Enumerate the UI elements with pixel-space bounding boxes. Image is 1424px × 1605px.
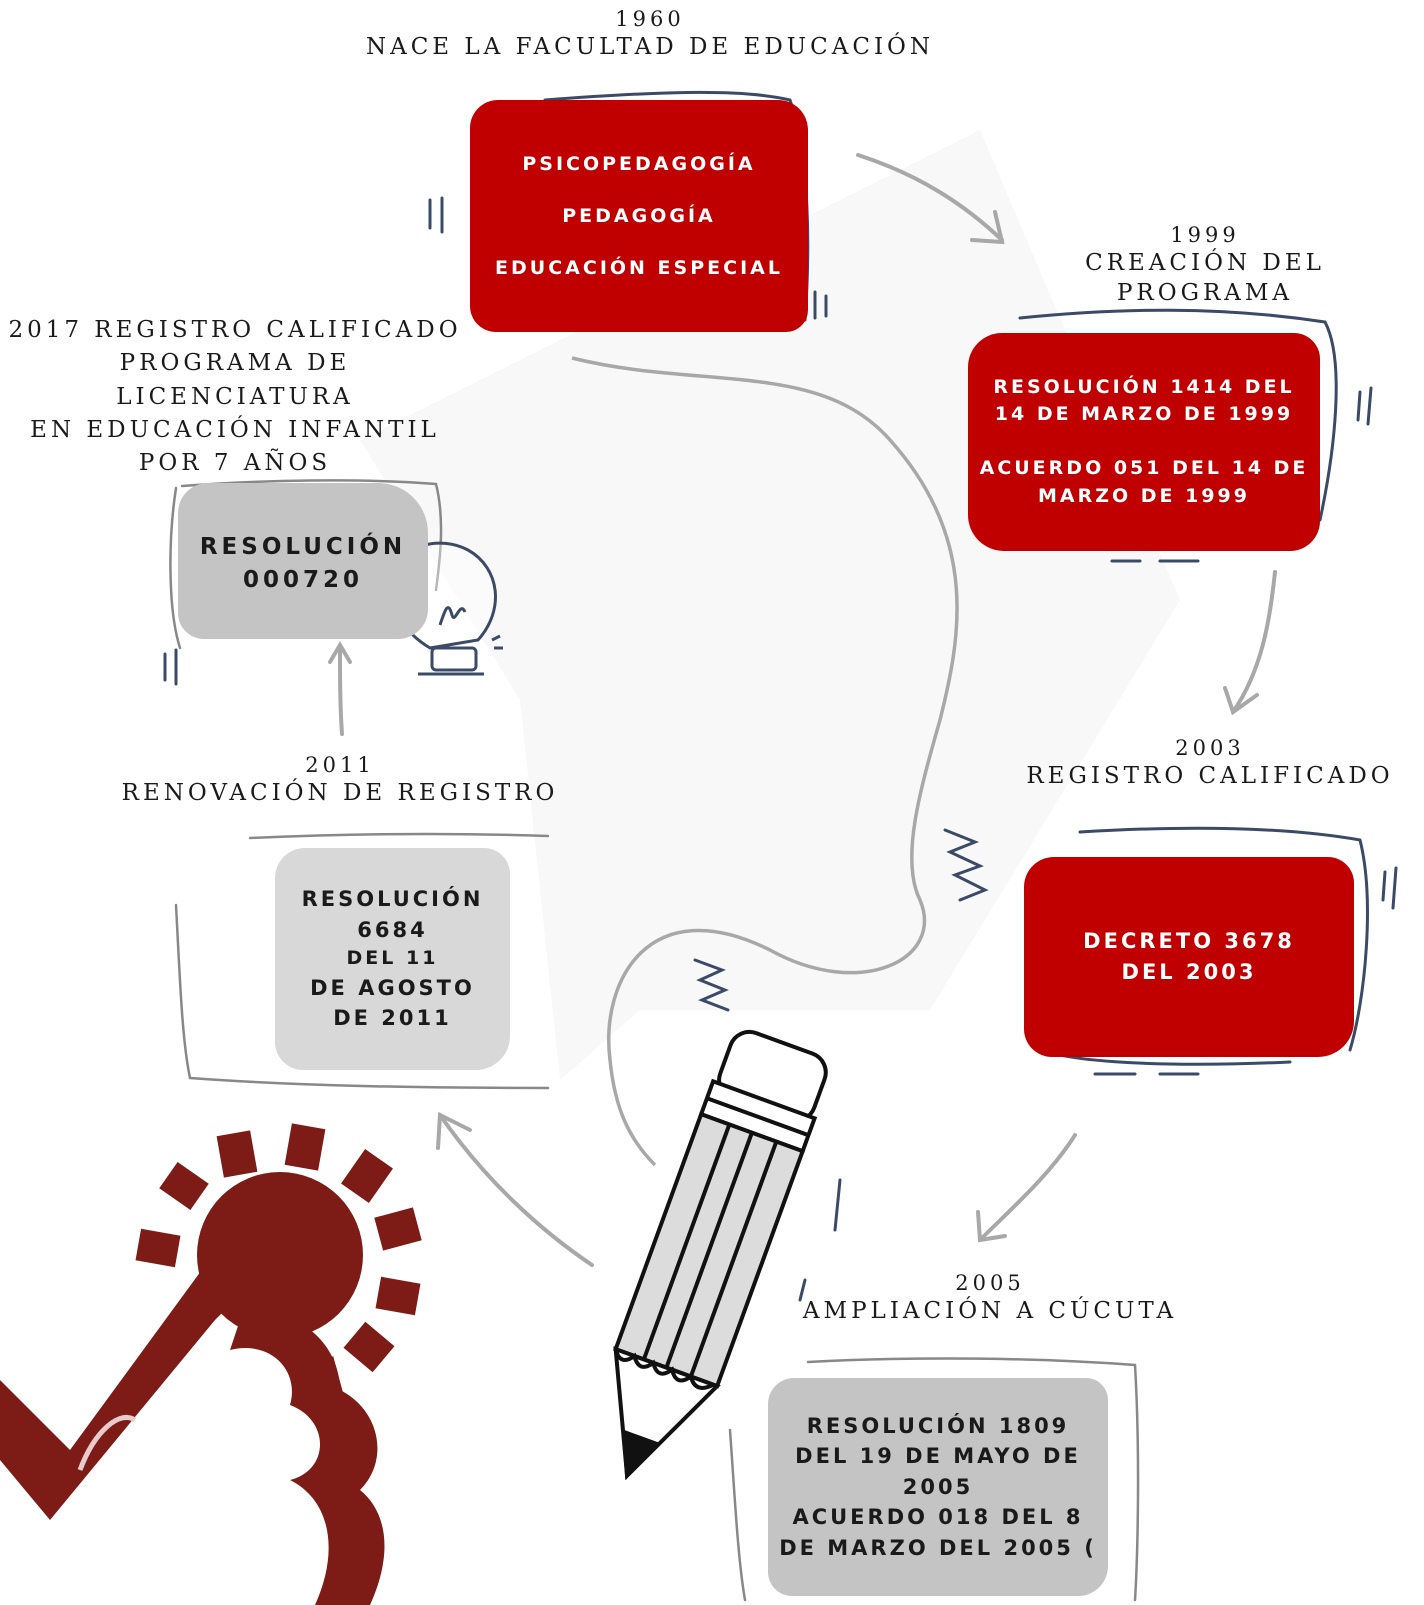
milestone-heading-2005: 2005 AMPLIACIÓN A CÚCUTA <box>790 1270 1190 1327</box>
milestone-box-2017: RESOLUCIÓN 000720 <box>178 483 428 639</box>
milestone-line: 2005 <box>902 1474 974 1499</box>
milestone-line: 000720 <box>242 567 364 594</box>
milestone-year: 1999 <box>1170 223 1240 247</box>
milestone-box-2011: RESOLUCIÓN 6684 DEL 11 DE AGOSTO DE 2011 <box>275 848 510 1070</box>
milestone-line: ACUERDO 018 DEL 8 <box>792 1505 1084 1530</box>
milestone-heading-line: 2017 REGISTRO CALIFICADO <box>8 317 462 343</box>
milestone-line: DEL 11 <box>346 947 439 970</box>
milestone-line: RESOLUCIÓN 1414 DEL <box>993 375 1295 398</box>
milestone-line: DE 2011 <box>333 1006 452 1031</box>
milestone-title: CREACIÓN DEL PROGRAMA <box>1085 250 1325 307</box>
milestone-title: AMPLIACIÓN A CÚCUTA <box>802 1298 1178 1325</box>
milestone-box-2003: DECRETO 3678 DEL 2003 <box>1024 857 1354 1057</box>
milestone-line: RESOLUCIÓN <box>301 887 484 912</box>
milestone-line: DEL 2003 <box>1121 960 1257 984</box>
milestone-title: REGISTRO CALIFICADO <box>1026 763 1394 790</box>
milestone-heading-line: PROGRAMA DE LICENCIATURA <box>116 350 354 410</box>
milestone-title: RENOVACIÓN DE REGISTRO <box>121 780 559 807</box>
milestone-line: DECRETO 3678 <box>1083 928 1295 953</box>
milestone-line: PEDAGOGÍA <box>562 205 716 227</box>
timeline-connector-line <box>571 356 959 1167</box>
milestone-box-1960: PSICOPEDAGOGÍA PEDAGOGÍA EDUCACIÓN ESPEC… <box>470 100 808 332</box>
sun-logo-icon <box>0 1123 422 1605</box>
milestone-heading-1960: 1960 NACE LA FACULTAD DE EDUCACIÓN <box>365 6 935 63</box>
milestone-line: DE AGOSTO <box>310 975 475 1000</box>
milestone-line: RESOLUCIÓN 1809 <box>806 1413 1070 1438</box>
milestone-line: RESOLUCIÓN <box>199 534 407 560</box>
pencil-icon <box>613 1029 828 1481</box>
milestone-year: 2003 <box>1175 736 1245 760</box>
milestone-year: 1960 <box>615 7 685 31</box>
milestone-heading-line: EN EDUCACIÓN INFANTIL <box>30 417 440 444</box>
milestone-line: MARZO DE 1999 <box>1037 484 1251 507</box>
milestone-line: DE MARZO DEL 2005 ( <box>779 1535 1097 1560</box>
milestone-year: 2005 <box>955 1271 1025 1295</box>
milestone-box-2005: RESOLUCIÓN 1809 DEL 19 DE MAYO DE 2005 A… <box>768 1378 1108 1596</box>
milestone-box-1999: RESOLUCIÓN 1414 DEL 14 DE MARZO DE 1999 … <box>968 333 1320 551</box>
milestone-line: EDUCACIÓN ESPECIAL <box>495 257 783 279</box>
milestone-line: DEL 19 DE MAYO DE <box>795 1444 1081 1469</box>
milestone-heading-line: POR 7 AÑOS <box>138 450 332 477</box>
milestone-heading-1999: 1999 CREACIÓN DEL PROGRAMA <box>995 222 1415 309</box>
milestone-heading-2003: 2003 REGISTRO CALIFICADO <box>1020 735 1400 792</box>
milestone-line: 6684 <box>357 917 428 942</box>
milestone-year: 2011 <box>305 753 375 777</box>
milestone-heading-2011: 2011 RENOVACIÓN DE REGISTRO <box>120 752 560 809</box>
milestone-heading-2017: 2017 REGISTRO CALIFICADO PROGRAMA DE LIC… <box>0 314 470 481</box>
milestone-line: PSICOPEDAGOGÍA <box>522 153 756 175</box>
curved-arrow-icon <box>328 153 1277 1267</box>
milestone-line: 14 DE MARZO DE 1999 <box>994 403 1294 426</box>
milestone-line: ACUERDO 051 DEL 14 DE <box>979 457 1309 479</box>
milestone-title: NACE LA FACULTAD DE EDUCACIÓN <box>365 34 935 61</box>
